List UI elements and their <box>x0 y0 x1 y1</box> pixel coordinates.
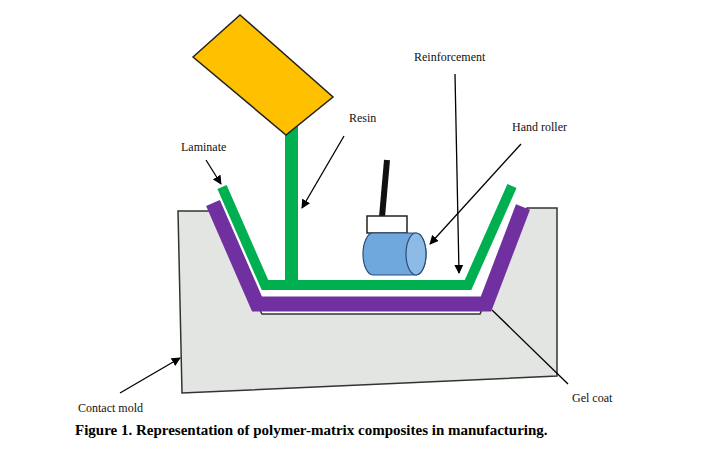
leader-line <box>206 160 221 184</box>
roller-frame <box>367 216 407 233</box>
leader-line <box>430 144 521 244</box>
part-label: Contact mold <box>78 401 143 415</box>
resin-stream <box>285 125 298 283</box>
part-label: Reinforcement <box>414 50 485 64</box>
roller-cylinder <box>363 233 426 275</box>
leader-line <box>492 310 568 384</box>
part-label: Hand roller <box>512 120 567 134</box>
leader-line <box>302 136 344 208</box>
leader-line <box>120 358 180 393</box>
part-label: Resin <box>349 111 376 125</box>
part-label: Laminate <box>181 140 226 154</box>
part-label: Gel coat <box>572 391 612 405</box>
resin-container <box>193 15 333 135</box>
leader-line <box>455 74 459 273</box>
roller-handle <box>382 160 387 217</box>
figure-caption: Figure 1. Representation of polymer-matr… <box>75 421 548 439</box>
roller-end <box>406 233 426 275</box>
